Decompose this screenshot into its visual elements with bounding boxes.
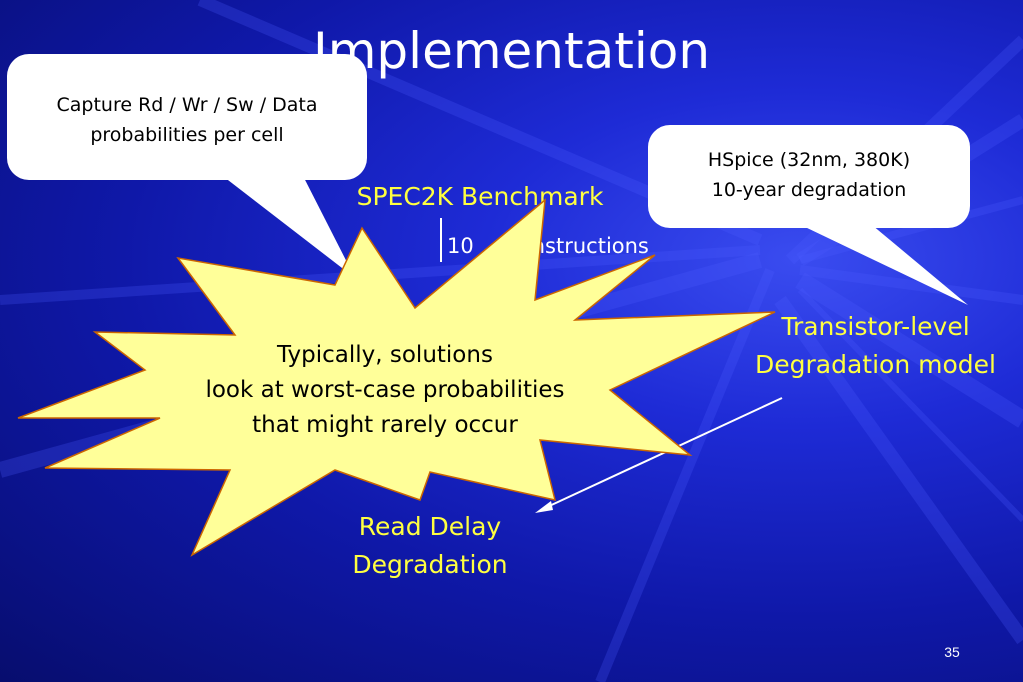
capture-probabilities-callout: Capture Rd / Wr / Sw / Data probabilitie…: [7, 54, 367, 180]
model-line2: Degradation model: [755, 350, 996, 379]
instructions-count: 10: [447, 234, 474, 258]
instructions-label: 10 nstructions: [447, 234, 649, 258]
slide-title: Implementation: [312, 22, 711, 80]
burst-line3: that might rarely occur: [252, 412, 518, 438]
burst-line2: look at worst-case probabilities: [205, 377, 565, 403]
burst-line1: Typically, solutions: [277, 342, 493, 368]
page-number: 35: [944, 644, 960, 660]
instructions-text: nstructions: [531, 234, 649, 258]
arrow-head: [535, 501, 553, 513]
model-line1: Transistor-level: [781, 312, 970, 341]
worst-case-burst-text: Typically, solutions look at worst-case …: [150, 338, 620, 443]
result-line2: Degradation: [352, 550, 508, 579]
hspice-callout: HSpice (32nm, 380K) 10-year degradation: [648, 125, 970, 228]
degradation-model-label: Transistor-level Degradation model: [728, 308, 1023, 384]
result-line1: Read Delay: [358, 512, 502, 541]
right-callout-line1: HSpice (32nm, 380K): [707, 149, 911, 171]
read-delay-degradation-label: Read Delay Degradation: [330, 508, 530, 584]
right-callout-line2: 10-year degradation: [711, 179, 907, 201]
spec2k-benchmark-label: SPEC2K Benchmark: [356, 182, 604, 211]
left-callout-line2: probabilities per cell: [90, 124, 284, 146]
left-callout-line1: Capture Rd / Wr / Sw / Data: [56, 94, 318, 116]
